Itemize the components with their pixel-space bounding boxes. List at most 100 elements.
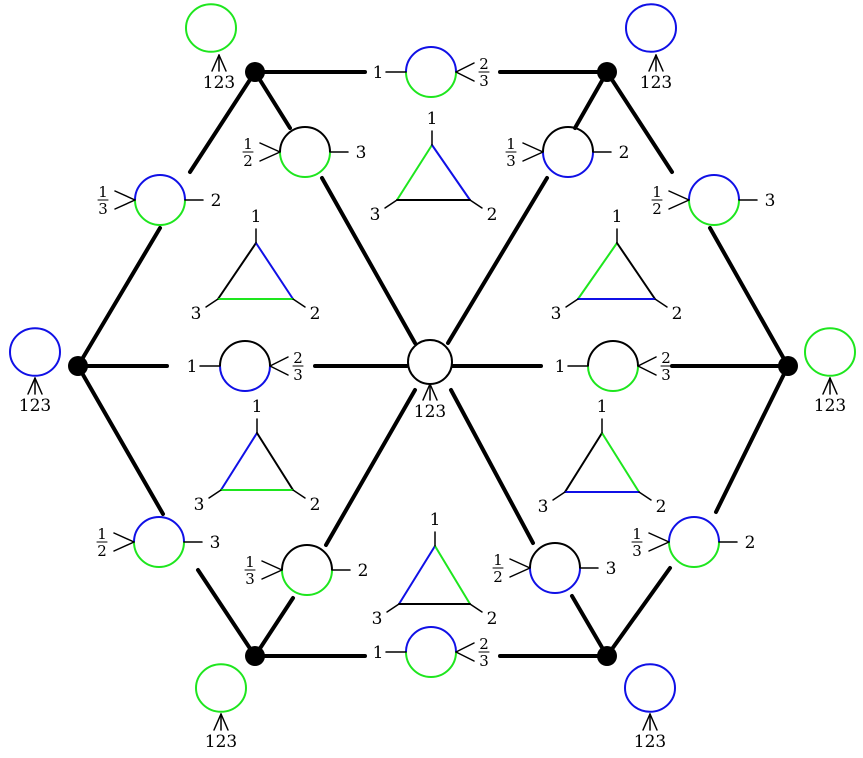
vertex-bottom-left	[245, 646, 265, 666]
node-inner-upper-right-frac-numerator: 1	[506, 135, 516, 153]
triangle-top-label-3: 3	[370, 205, 381, 225]
node-outer-lower-right-wedge-upper	[648, 532, 670, 543]
node-mid-left-frac-denominator: 3	[293, 366, 303, 384]
fork-top-left-prong-right	[218, 54, 227, 72]
triangle-top-left-tick	[384, 199, 398, 209]
fork-top-left-label: 123	[203, 73, 235, 93]
node-top-loop-lower-arc	[405, 71, 457, 98]
node-inner-lower-left-frac-numerator: 1	[245, 553, 255, 571]
node-outer-upper-right-frac-numerator: 1	[652, 183, 662, 201]
vertex-right	[778, 356, 798, 376]
node-inner-lower-left-loop-upper-arc	[281, 544, 333, 571]
node-inner-lower-left-frac-denominator: 3	[245, 570, 255, 588]
node-mid-right-loop-upper-arc	[587, 340, 639, 367]
triangle-bottom-right-tick	[469, 603, 483, 613]
triangle-bottom-side-right	[434, 545, 471, 605]
node-mid-right-frac-denominator: 3	[661, 366, 671, 384]
node-outer-lower-left-wedge-upper	[113, 532, 135, 543]
node-outer-upper-left-loop-upper-arc	[134, 174, 186, 201]
edge-upper-right-a	[605, 70, 674, 174]
spoke-lower-left-a	[324, 388, 417, 547]
node-inner-lower-right-label: 3	[606, 559, 617, 579]
spoke-upper-left-b	[320, 176, 417, 345]
node-outer-lower-left-loop-upper-arc	[133, 516, 185, 543]
triangle-lower-right-side-left	[564, 432, 603, 493]
triangle-upper-left-side-left	[217, 242, 257, 300]
node-top-loop-upper-arc	[405, 46, 457, 73]
triangle-upper-left-label-2: 2	[310, 304, 321, 324]
triangle-upper-right-label-3: 3	[551, 304, 562, 324]
triangle-lower-right-right-tick	[638, 491, 652, 501]
edge-upper-left-a	[188, 70, 257, 174]
node-inner-lower-right-loop-lower-arc	[529, 567, 581, 594]
fork-bottom-right-prong-right	[649, 713, 658, 731]
node-inner-lower-left-loop-lower-arc	[281, 569, 333, 596]
node-bottom-frac-numerator: 2	[479, 635, 489, 653]
node-mid-right-loop-lower-arc	[587, 365, 639, 392]
node-mid-left-wedge-lower	[269, 365, 289, 376]
node-top-frac-numerator: 2	[479, 55, 489, 73]
triangle-bottom-side-left	[398, 545, 436, 605]
node-bottom-wedge-lower	[455, 651, 475, 662]
node-inner-lower-right-wedge-lower	[509, 567, 531, 578]
node-inner-upper-right-loop-lower-arc	[542, 151, 594, 178]
triangle-top-label-2: 2	[487, 205, 498, 225]
node-inner-lower-right-loop-upper-arc	[529, 542, 581, 569]
fork-top-right-label: 123	[640, 73, 672, 93]
triangle-lower-left-left-tick	[208, 489, 222, 499]
loop-left	[9, 327, 61, 377]
node-inner-upper-left-loop-lower-arc	[279, 151, 331, 178]
spoke-lower-right-b	[570, 594, 609, 658]
node-outer-lower-left-frac-denominator: 2	[97, 542, 107, 560]
fork-bottom-left-prong-right	[220, 713, 229, 731]
fork-top-left-prong-left	[211, 54, 220, 72]
triangle-upper-right-left-tick	[565, 298, 579, 308]
node-mid-right-label-1: 1	[555, 357, 566, 377]
triangle-lower-left-side-right	[256, 432, 294, 491]
node-bottom-wedge-upper	[455, 642, 475, 653]
center-node-fork-label: 123	[414, 402, 446, 422]
node-outer-lower-right-label: 2	[745, 533, 756, 553]
fork-bottom-left-label: 123	[205, 732, 237, 752]
fork-right-prong-left	[822, 377, 831, 395]
loop-top-right	[625, 3, 677, 53]
fork-bottom-right-prong-left	[642, 713, 651, 731]
node-top-wedge-lower	[455, 71, 475, 82]
loop-bottom-left	[195, 663, 247, 713]
triangle-upper-right-right-tick	[654, 298, 668, 308]
node-outer-upper-left-label: 2	[211, 191, 222, 211]
node-outer-upper-right-loop-upper-arc	[688, 174, 740, 201]
triangle-upper-left-label-3: 3	[191, 304, 202, 324]
center-node	[407, 339, 453, 385]
triangle-bottom-label-2: 2	[487, 609, 498, 629]
node-inner-lower-right-frac-denominator: 2	[493, 568, 503, 586]
node-outer-lower-left-loop-lower-arc	[133, 541, 185, 568]
fork-left-label: 123	[19, 396, 51, 416]
node-outer-upper-right-frac-denominator: 2	[652, 200, 662, 218]
node-outer-lower-left-frac-numerator: 1	[97, 525, 107, 543]
loop-bottom-right	[624, 663, 676, 713]
triangle-upper-right-label-2: 2	[672, 304, 683, 324]
node-inner-upper-left-loop-upper-arc	[279, 126, 331, 153]
node-outer-lower-right-loop-lower-arc	[668, 541, 720, 568]
node-mid-left-loop-upper-arc	[219, 340, 271, 367]
fork-right-prong-right	[829, 377, 838, 395]
node-inner-upper-right-wedge-lower	[522, 151, 544, 162]
triangle-lower-left-right-tick	[292, 489, 306, 499]
node-outer-lower-right-frac-denominator: 3	[632, 542, 642, 560]
edge-lower-right-a	[714, 364, 790, 514]
triangle-lower-left-label-3: 3	[194, 495, 205, 515]
fork-top-right-prong-right	[655, 54, 664, 72]
spoke-lower-right-a	[449, 388, 535, 545]
node-outer-upper-left-frac-denominator: 3	[98, 200, 108, 218]
node-top-frac-denominator: 3	[479, 72, 489, 90]
node-outer-lower-left-label: 3	[210, 533, 221, 553]
node-inner-lower-right-wedge-upper	[509, 558, 531, 569]
node-inner-lower-left-wedge-lower	[261, 569, 283, 580]
node-outer-upper-left-loop-lower-arc	[134, 199, 186, 226]
triangle-upper-right-side-right	[616, 242, 656, 300]
spoke-upper-right-b	[446, 176, 549, 345]
node-inner-upper-right-label: 2	[619, 143, 630, 163]
node-outer-lower-right-loop-upper-arc	[668, 516, 720, 543]
